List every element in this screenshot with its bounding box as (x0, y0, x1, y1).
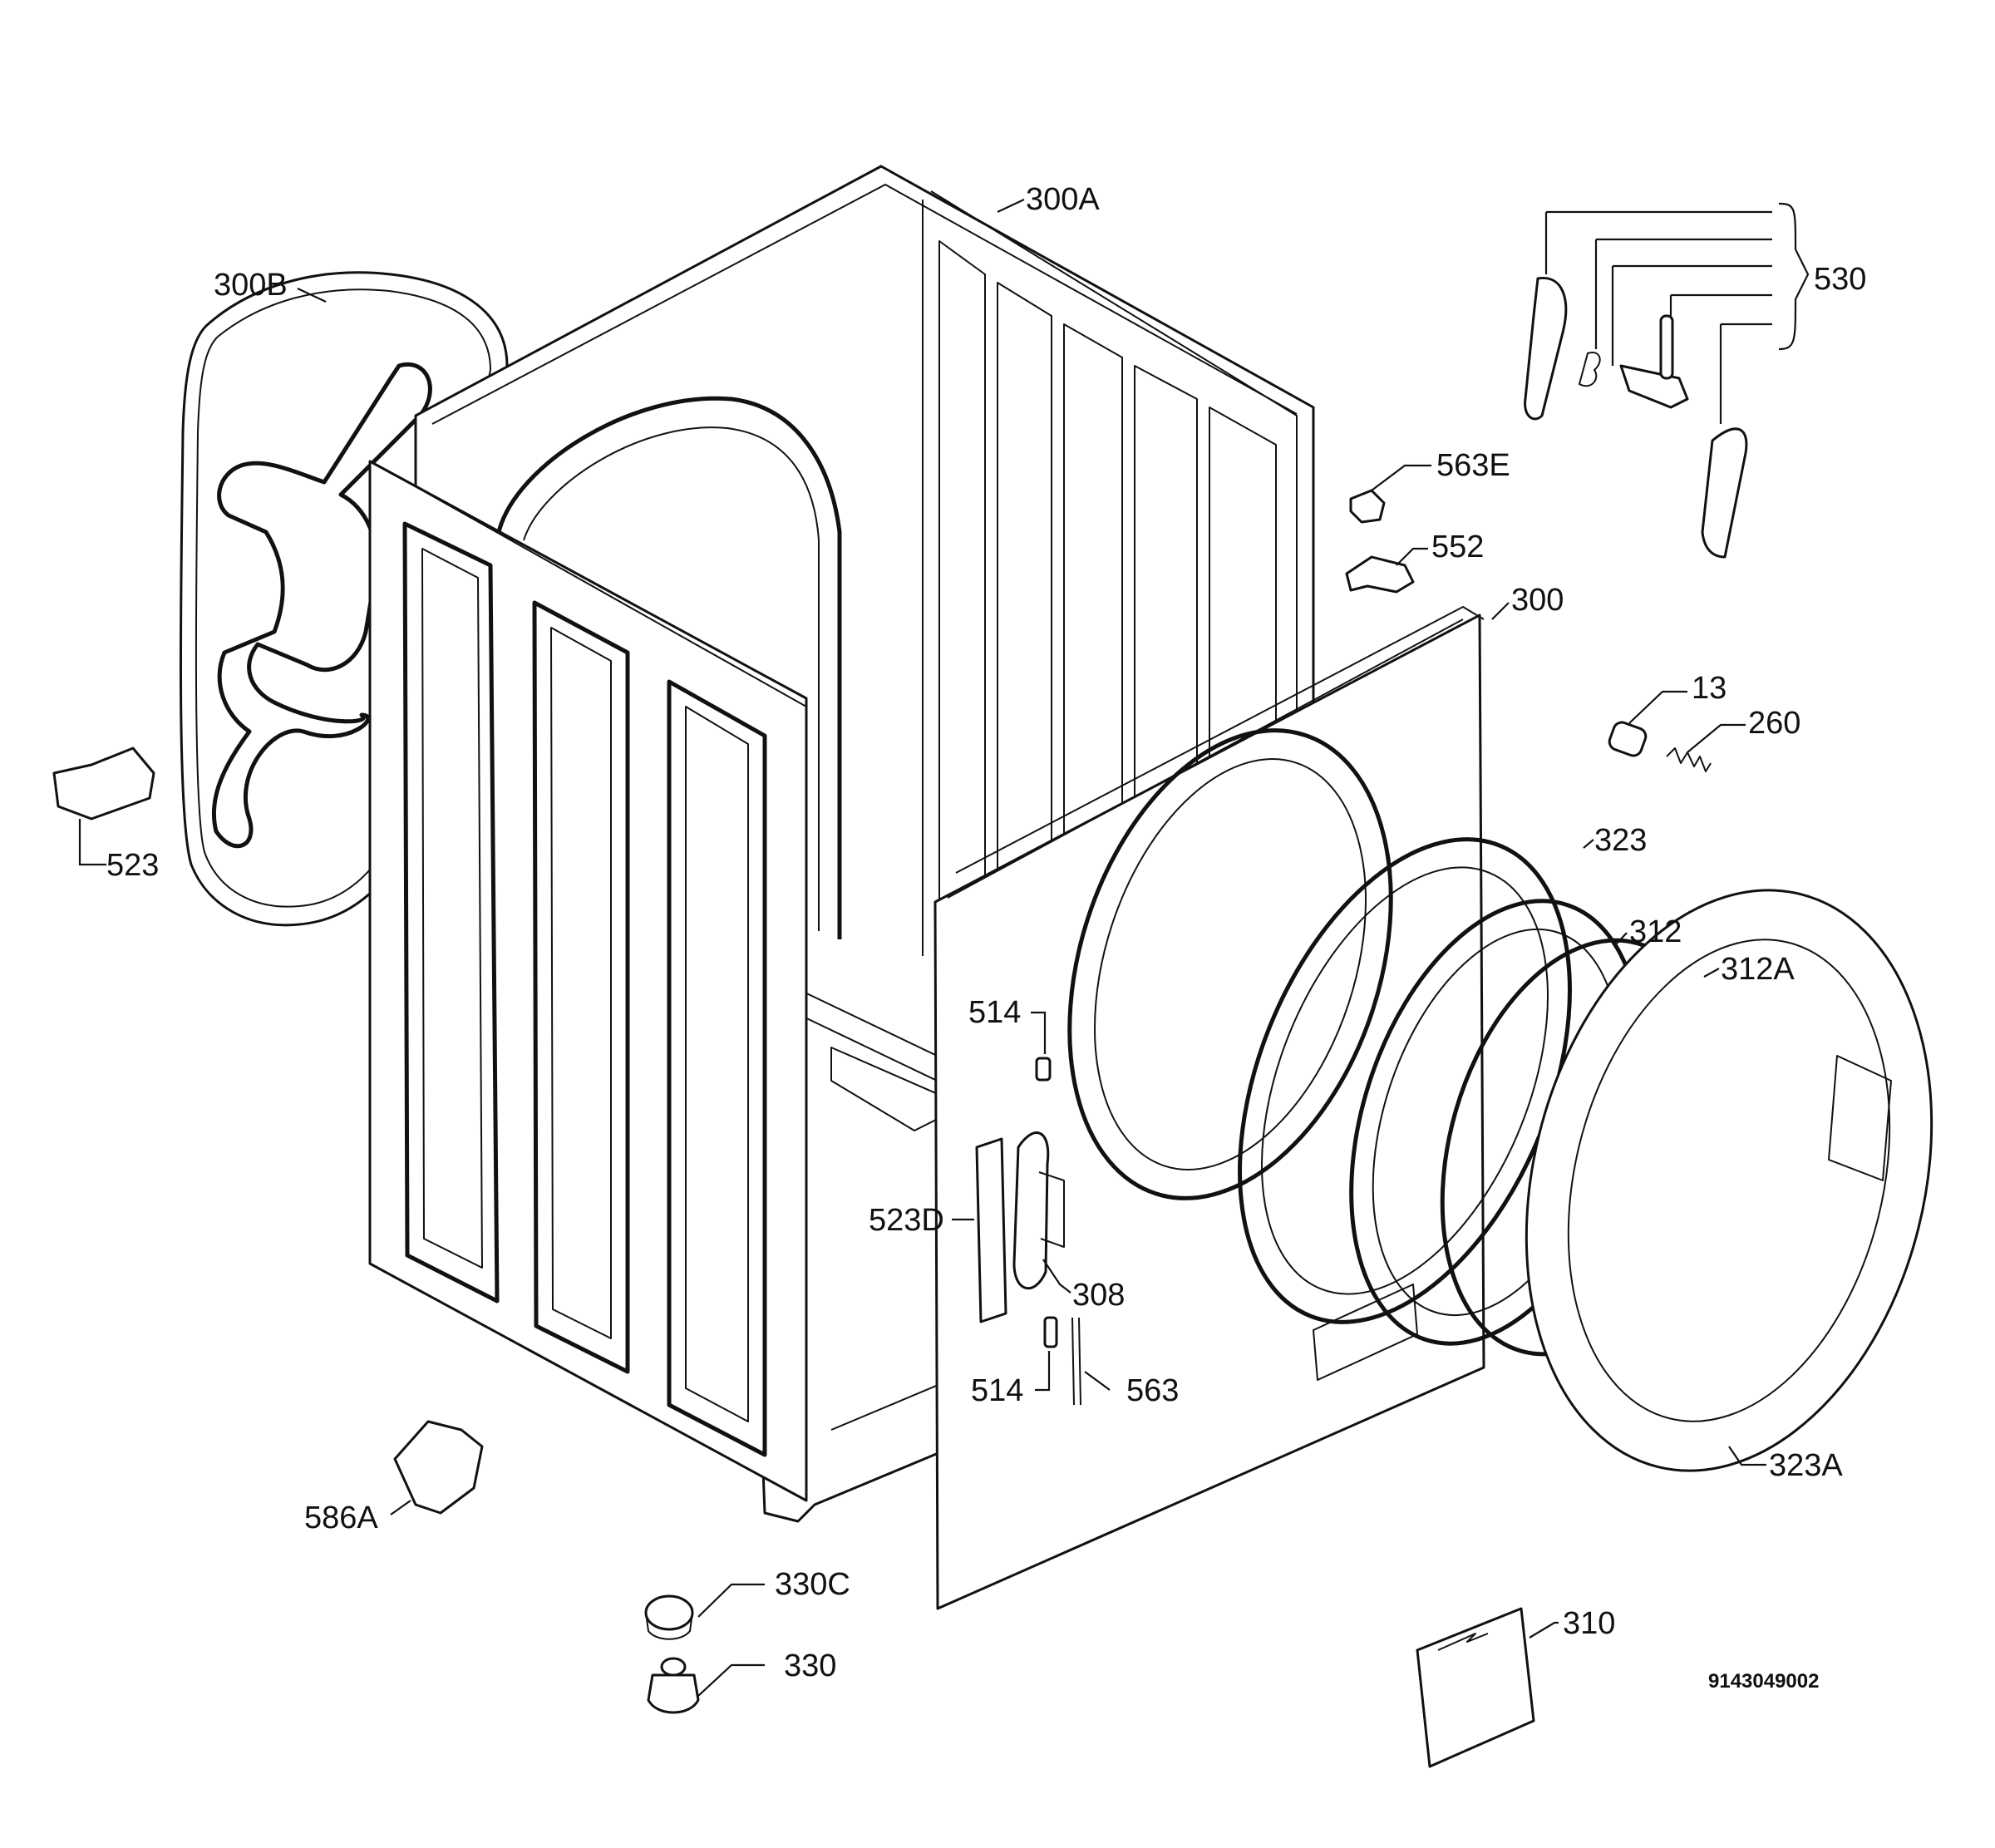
label-310: 310 (1563, 1606, 1615, 1641)
label-300: 300 (1511, 583, 1564, 618)
label-308: 308 (1072, 1278, 1125, 1313)
label-330C: 330C (775, 1567, 850, 1602)
label-563E: 563E (1436, 448, 1510, 483)
label-13: 13 (1692, 671, 1727, 706)
label-260: 260 (1748, 706, 1800, 741)
label-312A: 312A (1721, 952, 1795, 987)
lock-552 (1345, 555, 1415, 594)
label-530: 530 (1814, 262, 1866, 297)
part-586A (393, 1420, 484, 1515)
label-312: 312 (1629, 914, 1682, 949)
label-323: 323 (1594, 823, 1647, 858)
hinge-assembly-530 (1524, 276, 1748, 559)
leader-lines (78, 199, 1810, 1697)
cap-330C (644, 1594, 694, 1640)
screw-514-lower (1043, 1316, 1058, 1348)
cover-310 (1416, 1607, 1535, 1768)
part-523 (52, 747, 155, 821)
label-523: 523 (106, 848, 159, 883)
rod-563 (1071, 1317, 1081, 1406)
label-586A: 586A (304, 1501, 378, 1535)
part-labels: 300A 300B 530 563E 552 300 13 260 523 32… (106, 182, 1866, 1693)
label-300B: 300B (214, 268, 288, 303)
outer-door-ring-323A (1525, 889, 1933, 1472)
screw-514-upper (1035, 1057, 1052, 1082)
cabinet-left-side-panel (368, 460, 808, 1502)
bracket-523D (975, 1137, 1007, 1323)
drawing-number: 9143049002 (1708, 1670, 1819, 1693)
label-523D: 523D (869, 1203, 944, 1238)
bushing-13 (1608, 721, 1648, 757)
hinge-308 (1012, 1131, 1065, 1290)
label-552: 552 (1431, 530, 1484, 564)
label-514-lower: 514 (971, 1373, 1023, 1408)
sensor-563E (1349, 489, 1386, 524)
spring-260 (1666, 747, 1712, 772)
label-300A: 300A (1026, 182, 1100, 217)
label-563: 563 (1126, 1373, 1179, 1408)
fitting-330 (647, 1657, 700, 1714)
label-323A: 323A (1769, 1448, 1843, 1483)
label-514-upper: 514 (968, 995, 1021, 1030)
label-330: 330 (784, 1648, 836, 1683)
